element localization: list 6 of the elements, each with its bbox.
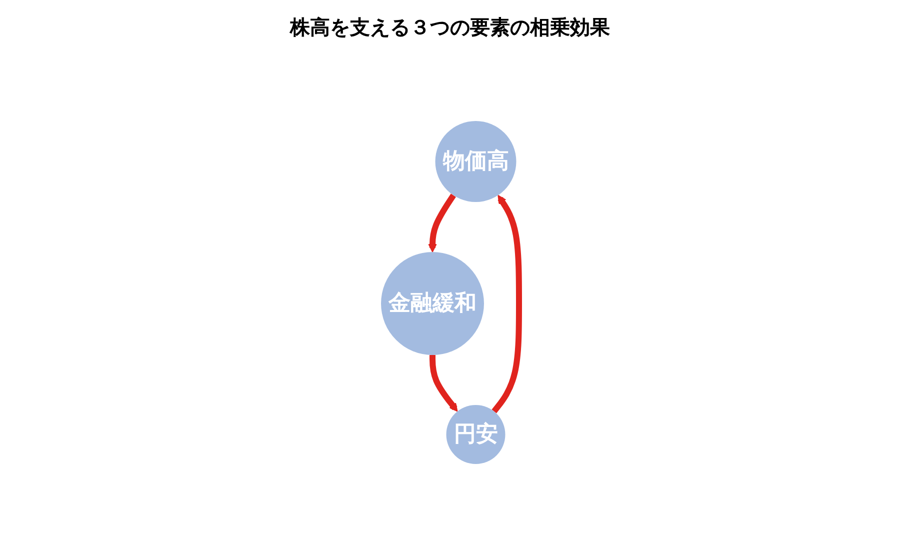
diagram-title: 株高を支える３つの要素の相乗効果 [288,14,611,41]
arrow [430,354,458,412]
arrow [428,193,456,252]
arrow [492,194,522,413]
node-circle: 円安 [446,404,506,464]
node-circle: 金融緩和 [381,252,484,354]
